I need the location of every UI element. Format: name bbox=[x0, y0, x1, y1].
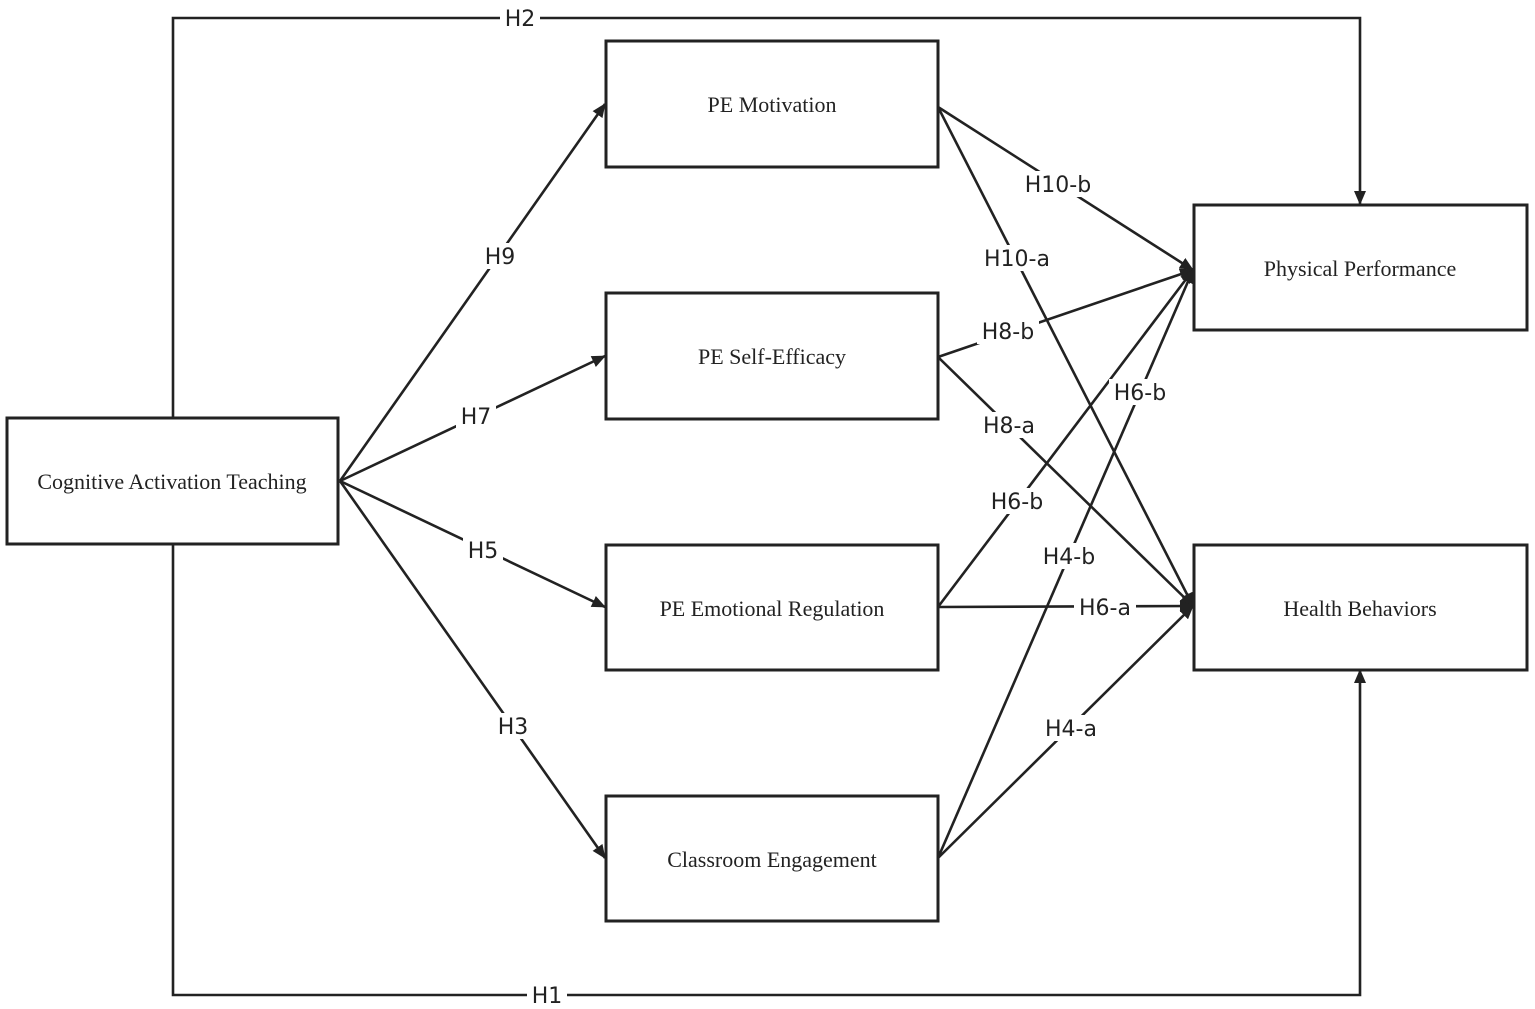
edge-label-h6-a: H6-a bbox=[1079, 596, 1131, 621]
node-physical-performance: Physical Performance bbox=[1192, 203, 1529, 332]
edge-label-h2: H2 bbox=[505, 7, 536, 32]
edge-label-h8-a-group: H8-a bbox=[978, 412, 1040, 439]
node-label-pe-emotional-regulation: PE Emotional Regulation bbox=[660, 596, 885, 621]
edge-h2 bbox=[171, 16, 1366, 418]
edge-h8-b bbox=[937, 268, 1194, 359]
edge-labels: H2 H1 H9 H7 H5 H3 H10-b H10-a bbox=[456, 6, 1171, 1009]
edge-label-h4-a-group: H4-a bbox=[1040, 715, 1102, 742]
edge-h6-a bbox=[937, 600, 1194, 613]
node-pe-motivation: PE Motivation bbox=[604, 39, 940, 169]
edge-label-h5: H5 bbox=[468, 539, 499, 564]
edge-label-h6-b-right-group: H6-b bbox=[1109, 379, 1171, 406]
node-label-classroom-engagement: Classroom Engagement bbox=[667, 847, 877, 872]
edge-label-h6-b-left-group: H6-b bbox=[986, 488, 1048, 515]
edge-label-h10-b-group: H10-b bbox=[1020, 171, 1096, 198]
edge-label-h1: H1 bbox=[532, 984, 563, 1009]
edge-h1 bbox=[171, 544, 1366, 997]
edge-label-h2-group: H2 bbox=[500, 6, 540, 32]
node-pe-self-efficacy: PE Self-Efficacy bbox=[604, 291, 940, 421]
edge-h9 bbox=[338, 103, 607, 482]
node-label-physical-performance: Physical Performance bbox=[1264, 256, 1456, 281]
edge-label-h5-group: H5 bbox=[463, 537, 503, 564]
edge-label-h3-group: H3 bbox=[493, 713, 533, 740]
edge-label-h8-a: H8-a bbox=[983, 414, 1035, 439]
node-label-pe-motivation: PE Motivation bbox=[708, 92, 837, 117]
edge-label-h8-b-group: H8-b bbox=[977, 318, 1039, 345]
edge-h8-a bbox=[937, 356, 1194, 607]
edge-h10-a bbox=[936, 106, 1195, 607]
edge-label-h7: H7 bbox=[461, 405, 492, 430]
edge-h6-b bbox=[936, 269, 1195, 608]
edge-h3 bbox=[338, 480, 607, 859]
node-label-cognitive-activation-teaching: Cognitive Activation Teaching bbox=[37, 469, 306, 494]
node-classroom-engagement: Classroom Engagement bbox=[604, 794, 940, 923]
node-cognitive-activation-teaching: Cognitive Activation Teaching bbox=[5, 416, 340, 546]
edge-label-h6-b: H6-b bbox=[991, 490, 1043, 515]
edge-label-h6-a-group: H6-a bbox=[1074, 594, 1136, 621]
edge-label-h6-b-upper: H6-b bbox=[1114, 381, 1166, 406]
edge-label-h3: H3 bbox=[498, 715, 529, 740]
edge-label-h7-group: H7 bbox=[456, 403, 496, 430]
edge-label-h4-a: H4-a bbox=[1045, 717, 1097, 742]
edge-label-h10-a-group: H10-a bbox=[979, 245, 1055, 272]
edge-label-h9: H9 bbox=[485, 245, 516, 270]
edge-label-h10-a: H10-a bbox=[984, 247, 1050, 272]
edge-label-h1-group: H1 bbox=[527, 983, 567, 1009]
node-pe-emotional-regulation: PE Emotional Regulation bbox=[604, 543, 940, 672]
node-health-behaviors: Health Behaviors bbox=[1192, 543, 1529, 672]
nodes: Cognitive Activation Teaching PE Motivat… bbox=[5, 39, 1529, 923]
edge-label-h9-group: H9 bbox=[480, 243, 520, 270]
edge-label-h4-b: H4-b bbox=[1043, 545, 1095, 570]
node-label-health-behaviors: Health Behaviors bbox=[1283, 596, 1436, 621]
edge-label-h10-b: H10-b bbox=[1025, 173, 1091, 198]
node-label-pe-self-efficacy: PE Self-Efficacy bbox=[698, 344, 846, 369]
edge-label-h4-b-group: H4-b bbox=[1038, 543, 1100, 570]
edge-label-h8-b: H8-b bbox=[982, 320, 1034, 345]
